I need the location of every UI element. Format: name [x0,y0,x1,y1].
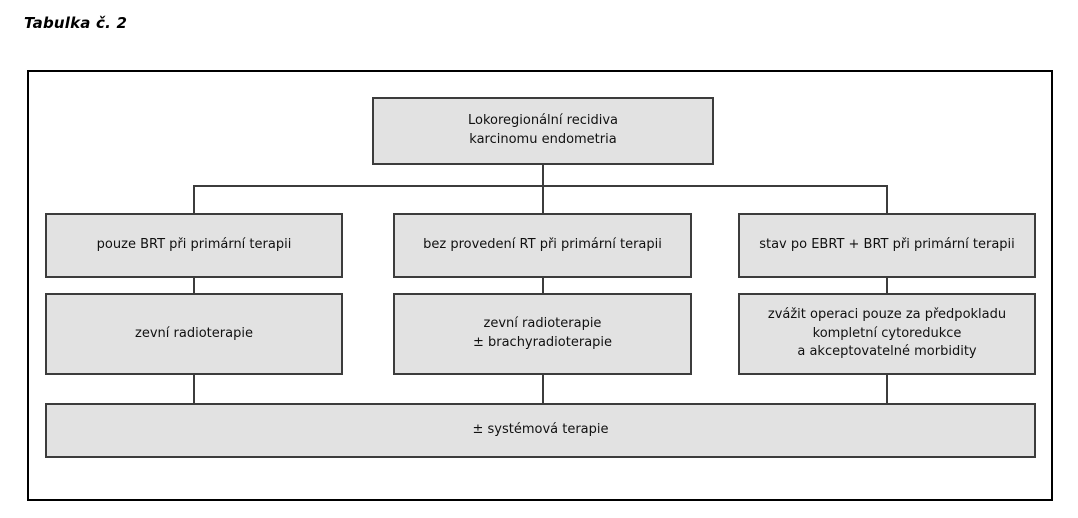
node-recurrence-root: Lokoregionální recidiva karcinomu endome… [372,97,714,165]
connector-column-3-row3-systemic [886,373,888,405]
node-treatment-external-rt-label: zevní radioterapie [135,325,253,341]
connector-drop-column-2 [542,185,544,215]
connector-column-1-row3-systemic [193,373,195,405]
connector-drop-column-1 [193,185,195,215]
diagram-canvas: Lokoregionální recidiva karcinomu endome… [29,72,1051,499]
node-condition-ebrt-brt-label: stav po EBRT + BRT při primární terapii [759,237,1015,253]
node-systemic-therapy: ± systémová terapie [45,403,1036,458]
node-treatment-surgery-consideration-label: zvážit operaci pouze za předpokladu komp… [767,306,1007,360]
connector-root-stem [542,165,544,187]
node-condition-brt-only: pouze BRT při primární terapii [45,213,343,278]
node-treatment-external-rt-brachy-label: zevní radioterapie ± brachyradioterapie [472,316,613,350]
node-treatment-external-rt: zevní radioterapie [45,293,343,375]
node-recurrence-root-label: Lokoregionální recidiva karcinomu endome… [467,113,618,147]
page-title: Tabulka č. 2 [24,14,128,32]
node-condition-no-rt: bez provedení RT při primární terapii [393,213,692,278]
diagram-frame: Lokoregionální recidiva karcinomu endome… [27,70,1053,501]
node-condition-ebrt-brt: stav po EBRT + BRT při primární terapii [738,213,1036,278]
connector-column-2-row3-systemic [542,373,544,405]
node-treatment-external-rt-brachy: zevní radioterapie ± brachyradioterapie [393,293,692,375]
connector-column-1-row2-row3 [193,276,195,295]
connector-drop-column-3 [886,185,888,215]
connector-column-3-row2-row3 [886,276,888,295]
node-systemic-therapy-label: ± systémová terapie [472,422,609,438]
node-condition-brt-only-label: pouze BRT při primární terapii [96,237,292,253]
node-treatment-surgery-consideration: zvážit operaci pouze za předpokladu komp… [738,293,1036,375]
connector-distribution-bar [193,185,888,187]
connector-column-2-row2-row3 [542,276,544,295]
node-condition-no-rt-label: bez provedení RT při primární terapii [423,237,662,253]
